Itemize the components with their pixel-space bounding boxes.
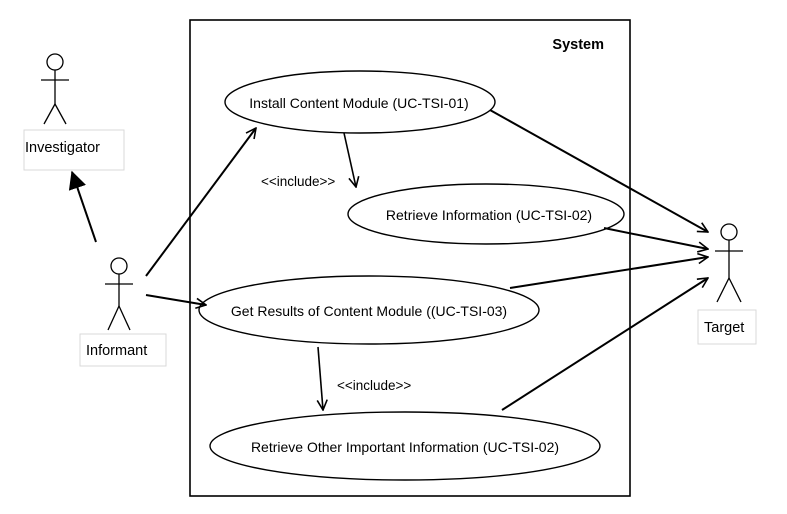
use-case-retrieve-other-label: Retrieve Other Important Information (UC…: [251, 439, 559, 455]
include-arrow-install-retrieve: [343, 132, 356, 187]
association-informant-investigator: [68, 170, 97, 243]
include-label-1: <<include>>: [261, 174, 335, 189]
use-case-install-label: Install Content Module (UC-TSI-01): [249, 95, 468, 111]
association-retrieve-target: [603, 227, 708, 249]
investigator-label-box: [23, 129, 125, 171]
informant-label: Informant: [86, 343, 147, 359]
association-informant-install: [145, 128, 256, 277]
include-arrow-get-results-retrieve-other: [318, 346, 323, 410]
informant-label-box: [79, 333, 167, 367]
association-install-target: [489, 109, 708, 232]
system-label: System: [552, 37, 604, 53]
association-retrieve-other-target: [501, 278, 708, 411]
use-case-install[interactable]: Install Content Module (UC-TSI-01): [224, 70, 496, 134]
system-boundary: [189, 19, 631, 497]
investigator-label: Investigator: [25, 140, 100, 156]
association-informant-get-results: [145, 294, 206, 305]
use-case-retrieve-label: Retrieve Information (UC-TSI-02): [386, 207, 592, 223]
include-label-2: <<include>>: [337, 378, 411, 393]
use-case-get-results[interactable]: Get Results of Content Module ((UC-TSI-0…: [198, 275, 540, 345]
association-get-results-target: [509, 257, 708, 289]
stick-figure-icon: [715, 223, 743, 303]
investigator-actor[interactable]: Investigator: [23, 53, 125, 171]
use-case-retrieve-other[interactable]: Retrieve Other Important Information (UC…: [209, 411, 601, 481]
target-label: Target: [704, 320, 744, 336]
use-case-retrieve[interactable]: Retrieve Information (UC-TSI-02): [347, 183, 625, 245]
stick-figure-icon: [105, 257, 133, 331]
use-case-get-results-label: Get Results of Content Module ((UC-TSI-0…: [231, 303, 507, 319]
target-actor[interactable]: Target: [697, 223, 757, 345]
target-label-box: [697, 309, 757, 345]
stick-figure-icon: [41, 53, 69, 125]
informant-actor[interactable]: Informant: [79, 257, 167, 367]
